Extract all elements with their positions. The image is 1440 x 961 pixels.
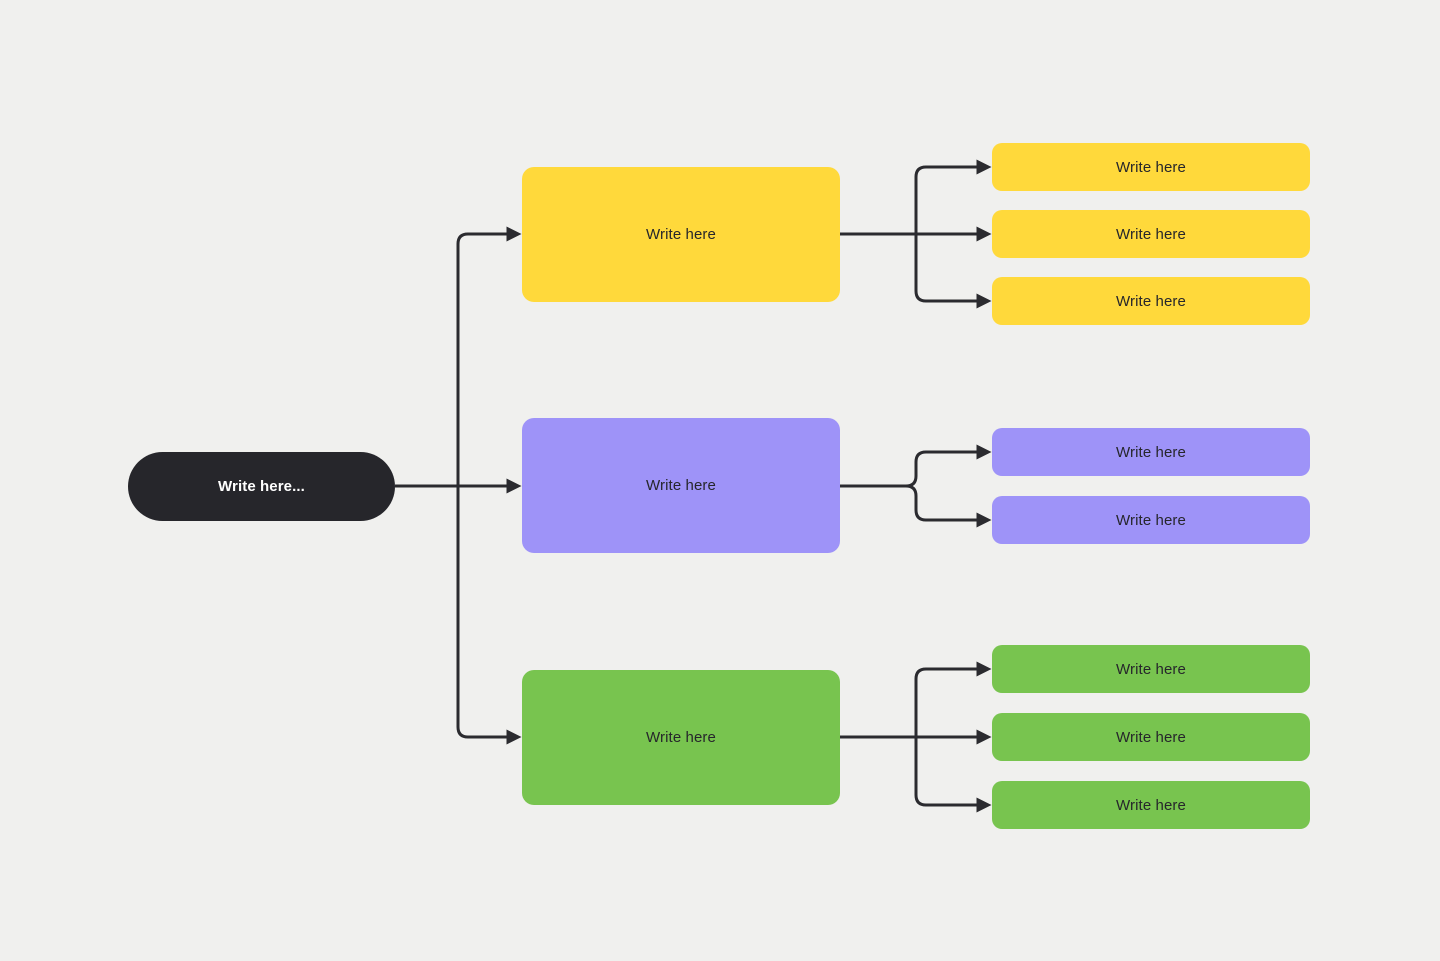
yellow-child-node-2[interactable]: Write here (992, 210, 1310, 258)
child-node-label: Write here (1116, 796, 1186, 814)
connector-root-to-yellow (456, 226, 522, 486)
purple-child-node-1[interactable]: Write here (992, 428, 1310, 476)
branch-node-label: Write here (646, 729, 716, 746)
branch-node-yellow[interactable]: Write here (522, 167, 840, 302)
child-node-label: Write here (1116, 443, 1186, 461)
connector-root-to-green (456, 486, 522, 745)
connector-green-to-child-3 (914, 737, 992, 813)
connector-purple-to-child-1 (840, 444, 992, 488)
child-node-label: Write here (1116, 292, 1186, 310)
root-node[interactable]: Write here... (128, 452, 395, 521)
branch-node-label: Write here (646, 477, 716, 494)
yellow-child-node-1[interactable]: Write here (992, 143, 1310, 191)
branch-node-green[interactable]: Write here (522, 670, 840, 805)
yellow-child-node-3[interactable]: Write here (992, 277, 1310, 325)
branch-node-label: Write here (646, 226, 716, 243)
green-child-node-1[interactable]: Write here (992, 645, 1310, 693)
child-node-label: Write here (1116, 158, 1186, 176)
connector-yellow-to-child-3 (914, 234, 992, 309)
child-node-label: Write here (1116, 511, 1186, 529)
branch-node-purple[interactable]: Write here (522, 418, 840, 553)
root-node-label: Write here... (218, 478, 305, 495)
connector-purple-to-child-2 (840, 484, 992, 528)
connector-yellow-to-child-1 (914, 159, 992, 234)
child-node-label: Write here (1116, 728, 1186, 746)
green-child-node-3[interactable]: Write here (992, 781, 1310, 829)
child-node-label: Write here (1116, 660, 1186, 678)
connector-green-to-child-1 (914, 661, 992, 737)
purple-child-node-2[interactable]: Write here (992, 496, 1310, 544)
green-child-node-2[interactable]: Write here (992, 713, 1310, 761)
child-node-label: Write here (1116, 225, 1186, 243)
